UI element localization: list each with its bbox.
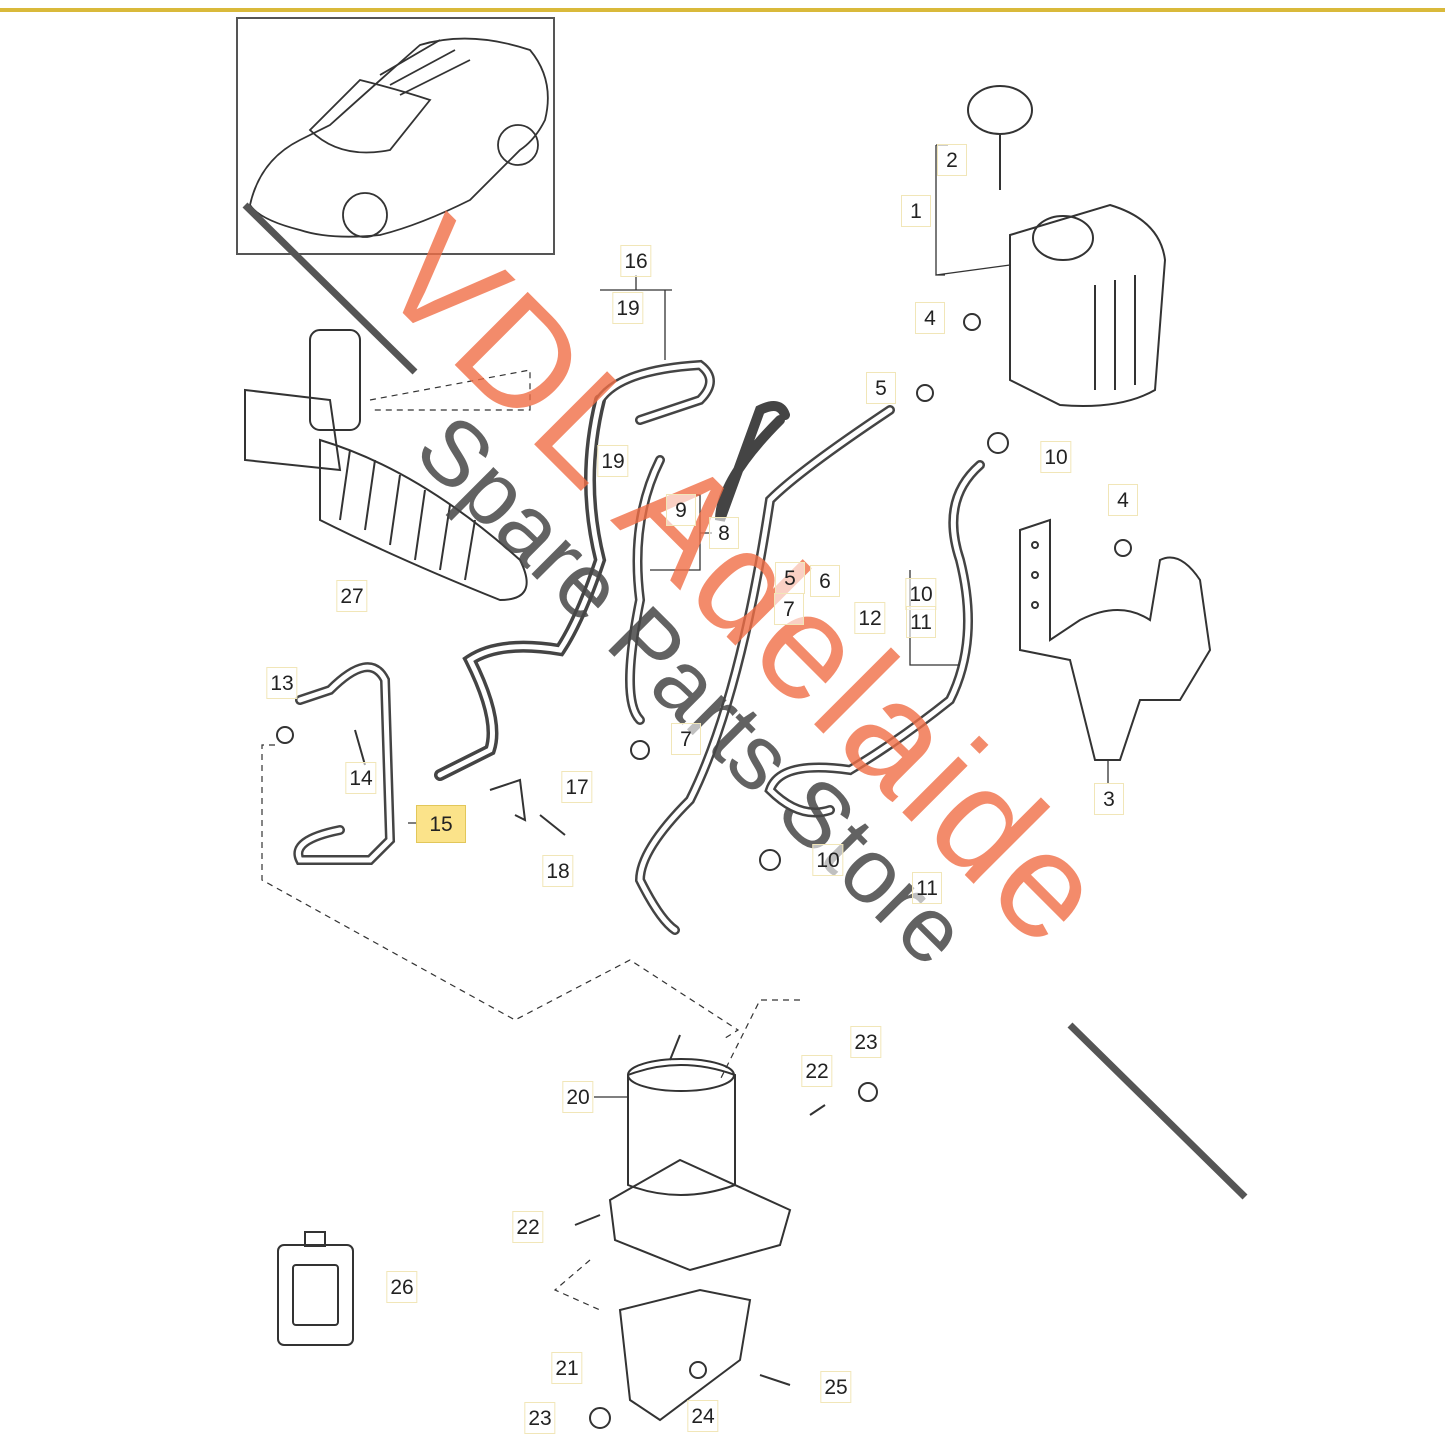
dashed-outline xyxy=(261,369,800,1311)
callout-11[interactable]: 11 xyxy=(906,606,936,638)
callout-22[interactable]: 22 xyxy=(512,1211,544,1243)
callout-15-highlighted[interactable]: 15 xyxy=(416,805,466,843)
callout-3[interactable]: 3 xyxy=(1094,783,1124,815)
fasteners xyxy=(276,313,1132,1429)
callout-23[interactable]: 23 xyxy=(524,1402,556,1434)
callout-27[interactable]: 27 xyxy=(336,580,368,612)
callout-7[interactable]: 7 xyxy=(671,723,701,755)
leader-lines xyxy=(408,144,1109,1098)
callout-4[interactable]: 4 xyxy=(1108,484,1138,516)
callout-22[interactable]: 22 xyxy=(801,1055,833,1087)
vehicle-inset-frame xyxy=(236,17,555,255)
watermark-line-bottom xyxy=(1067,1022,1248,1200)
hose-inner xyxy=(296,362,983,933)
watermark-line-top xyxy=(242,202,418,375)
mounting-bracket xyxy=(1019,518,1212,761)
fluid-container xyxy=(277,1231,354,1346)
steering-rack xyxy=(244,329,528,602)
callout-18[interactable]: 18 xyxy=(542,855,574,887)
callout-2[interactable]: 2 xyxy=(937,144,967,176)
callout-10[interactable]: 10 xyxy=(812,844,844,876)
callout-8[interactable]: 8 xyxy=(709,517,739,549)
callout-5[interactable]: 5 xyxy=(775,562,805,594)
callout-11[interactable]: 11 xyxy=(912,872,942,904)
callout-6[interactable]: 6 xyxy=(810,565,840,597)
callout-9[interactable]: 9 xyxy=(666,494,696,526)
callout-16[interactable]: 16 xyxy=(620,245,652,277)
callout-14[interactable]: 14 xyxy=(345,762,377,794)
callout-24[interactable]: 24 xyxy=(687,1400,719,1432)
hoses xyxy=(293,359,985,935)
callout-21[interactable]: 21 xyxy=(551,1352,583,1384)
callout-13[interactable]: 13 xyxy=(266,667,298,699)
callout-10[interactable]: 10 xyxy=(1040,441,1072,473)
vehicle-illustration xyxy=(249,37,549,238)
callout-7[interactable]: 7 xyxy=(774,593,804,625)
callout-20[interactable]: 20 xyxy=(562,1081,594,1113)
callout-1[interactable]: 1 xyxy=(901,195,931,227)
callout-25[interactable]: 25 xyxy=(820,1371,852,1403)
top-accent-bar xyxy=(0,8,1445,12)
callout-17[interactable]: 17 xyxy=(561,771,593,803)
reservoir xyxy=(967,85,1167,407)
callout-12[interactable]: 12 xyxy=(854,602,886,634)
callout-5[interactable]: 5 xyxy=(866,372,896,404)
callout-23[interactable]: 23 xyxy=(850,1026,882,1058)
callout-10[interactable]: 10 xyxy=(905,578,937,610)
callout-19[interactable]: 19 xyxy=(597,445,629,477)
pump-assembly xyxy=(608,1034,792,1422)
callout-19[interactable]: 19 xyxy=(612,292,644,324)
callout-4[interactable]: 4 xyxy=(915,302,945,334)
callout-26[interactable]: 26 xyxy=(386,1271,418,1303)
